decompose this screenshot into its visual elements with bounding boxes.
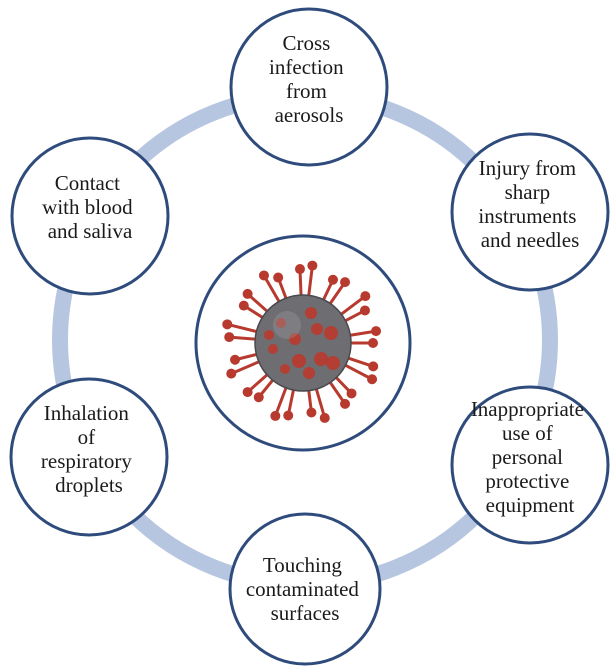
node-contact: Contact with blood and saliva <box>10 136 170 296</box>
virus-spike-tip <box>340 277 351 288</box>
virus-surface-protein <box>324 326 338 340</box>
virus-spike-tip <box>319 412 330 423</box>
virus-spike <box>229 358 265 376</box>
virus-spike-tip <box>270 410 281 421</box>
node-circle <box>9 377 169 537</box>
virus-spike-tip <box>306 407 317 418</box>
virus-spike <box>313 383 327 420</box>
virus-spike <box>306 264 314 301</box>
label-line: equipment <box>486 493 575 517</box>
label-line: contaminated <box>246 577 360 601</box>
label-line: from <box>286 79 327 103</box>
node-surfaces: Touching contaminated surfaces <box>228 512 382 666</box>
virus-spike-tip <box>307 260 318 271</box>
node-circle <box>228 512 382 666</box>
label-line: droplets <box>55 473 123 497</box>
virus-spike-tip <box>327 274 338 285</box>
virus-spike-tip <box>346 388 357 399</box>
label-line: instruments <box>478 204 576 228</box>
virus-spike <box>336 294 367 319</box>
virus-surface-protein <box>314 352 328 366</box>
virus-surface-protein <box>305 307 317 319</box>
virus-spike-tip <box>222 319 233 330</box>
node-label: Inappropriate use of personal protective… <box>471 397 589 517</box>
virus-surface-protein <box>326 356 340 370</box>
virus-spike <box>225 322 262 334</box>
center-node <box>194 234 412 452</box>
virus-spike-tip <box>224 332 235 343</box>
virus-spike-tip <box>242 288 253 299</box>
virus-spike <box>326 377 347 406</box>
node-label: Contact with blood and saliva <box>42 171 138 243</box>
virus-surface-protein <box>276 318 286 328</box>
label-line: and needles <box>481 228 580 252</box>
label-line: of <box>78 425 96 449</box>
label-line: Touching <box>263 553 343 577</box>
node-circle <box>10 136 170 296</box>
virus-spike <box>344 329 378 338</box>
virus-spike-tip <box>253 392 264 403</box>
label-line: protective <box>485 469 569 493</box>
coronavirus-icon <box>222 260 382 423</box>
label-line: sharp <box>505 180 551 204</box>
virus-spike-tip <box>359 305 370 316</box>
virus-spike-tip <box>273 272 284 283</box>
virus-spike-tip <box>360 291 371 302</box>
node-inhalation: Inhalation of respiratory droplets <box>9 377 169 537</box>
virus-spike-tip <box>367 374 378 385</box>
label-line: Inappropriate <box>471 397 584 421</box>
node-label: Touching contaminated surfaces <box>246 553 364 625</box>
label-line: respiratory <box>41 449 132 473</box>
virus-surface-protein <box>289 333 301 345</box>
virus-spike-tip <box>368 361 379 372</box>
label-line: surfaces <box>271 601 340 625</box>
node-circle <box>450 385 610 545</box>
virus-spike-tip <box>294 264 305 275</box>
virus-spike-tip <box>226 368 237 379</box>
node-sharp-injury: Injury from sharp instruments and needle… <box>450 132 610 292</box>
virus-surface-protein <box>280 364 290 374</box>
virus-spike <box>262 273 283 307</box>
virus-surface-protein <box>264 330 274 340</box>
virus-spike-tip <box>258 270 269 281</box>
node-circle <box>229 7 389 167</box>
node-aerosols: Cross infection from aerosols <box>229 7 389 167</box>
label-line: infection <box>269 55 344 79</box>
node-label: Cross infection from aerosols <box>269 31 349 127</box>
node-circle <box>450 132 610 292</box>
label-line: personal <box>492 445 563 469</box>
label-line: use of <box>502 421 553 445</box>
virus-surface-protein <box>268 344 278 354</box>
node-label: Injury from sharp instruments and needle… <box>478 156 581 252</box>
label-line: with blood <box>42 195 133 219</box>
label-line: and saliva <box>48 219 133 243</box>
virus-spike-tip <box>368 338 378 348</box>
label-line: Cross <box>282 31 330 55</box>
virus-spike-tip <box>242 387 253 398</box>
virus-body <box>254 294 352 392</box>
virus-spike <box>340 361 374 381</box>
virus-surface-protein <box>303 367 315 379</box>
virus-spike-tip <box>340 398 351 409</box>
label-line: Injury from <box>479 156 576 180</box>
virus-spike-tip <box>230 354 241 365</box>
node-label: Inhalation of respiratory droplets <box>41 401 137 497</box>
virus-surface-protein <box>311 323 323 335</box>
label-line: Contact <box>55 171 120 195</box>
label-line: Inhalation <box>44 401 130 425</box>
virus-spike <box>343 355 375 368</box>
virus-spike-tip <box>371 326 382 337</box>
node-ppe: Inappropriate use of personal protective… <box>450 385 610 545</box>
virus-highlight <box>273 311 301 339</box>
virus-spike <box>326 280 347 309</box>
virus-spike <box>273 382 289 418</box>
virus-surface-protein <box>292 354 306 368</box>
virus-spike-tip <box>238 300 249 311</box>
label-line: aerosols <box>275 103 344 127</box>
virus-spike-tip <box>283 410 294 421</box>
